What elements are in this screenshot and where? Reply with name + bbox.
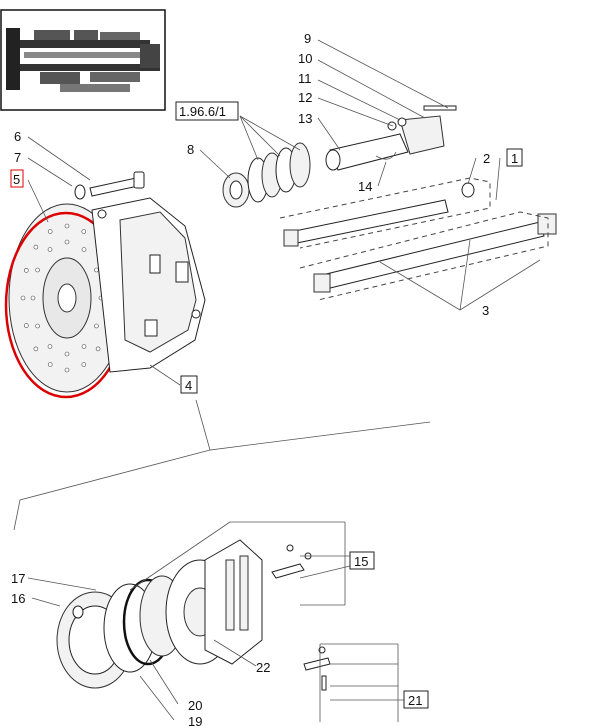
disc-rivet-hole bbox=[47, 344, 53, 349]
transmission-section-thumbnail bbox=[0, 9, 166, 111]
callout-19: 19 bbox=[188, 714, 202, 726]
disc-rivet-hole bbox=[30, 295, 36, 301]
disc-rivet-hole bbox=[47, 362, 53, 367]
ref-group-box bbox=[175, 101, 239, 121]
callout-5-highlight-box bbox=[10, 169, 24, 188]
disc-rivet-hole bbox=[64, 239, 70, 245]
disc-rivet-hole bbox=[81, 344, 87, 349]
callout-3: 3 bbox=[482, 303, 489, 318]
disc-rivet-hole bbox=[20, 295, 26, 301]
callout-20: 20 bbox=[188, 698, 202, 713]
callout-22: 22 bbox=[256, 660, 270, 675]
callout-ref-group[interactable]: 1.96.6/1 bbox=[179, 104, 226, 119]
clutch-hub bbox=[204, 539, 263, 665]
output-shaft bbox=[313, 213, 557, 293]
disc-rivet-hole bbox=[33, 346, 39, 352]
disc-rivet-hole bbox=[23, 323, 29, 328]
disc-rivet-hole bbox=[64, 351, 70, 357]
callout-6: 6 bbox=[14, 129, 21, 144]
disc-rivet-hole bbox=[64, 367, 70, 373]
disc-rivet-hole bbox=[64, 223, 70, 229]
disc-rivet-hole bbox=[94, 323, 99, 329]
callout-1[interactable]: 1 bbox=[511, 151, 518, 166]
callout-4-box bbox=[180, 375, 198, 394]
disc-rivet-hole bbox=[23, 268, 29, 273]
disc-rivet-hole bbox=[95, 346, 101, 352]
leader-lines-lower bbox=[27, 521, 404, 722]
callout-12: 12 bbox=[298, 90, 312, 105]
clutch-assembly bbox=[91, 197, 206, 373]
disc-rivet-hole bbox=[81, 247, 87, 252]
callout-2: 2 bbox=[483, 151, 490, 166]
release-bearing bbox=[222, 142, 311, 208]
callout-8: 8 bbox=[187, 142, 194, 157]
callout-15-box bbox=[349, 551, 375, 570]
shaft-group-bracket-lower bbox=[299, 211, 549, 301]
washer bbox=[74, 184, 86, 200]
callout-13: 13 bbox=[298, 111, 312, 126]
callout-17: 17 bbox=[11, 571, 25, 586]
disc-rivet-hole bbox=[47, 247, 53, 252]
callout-11: 11 bbox=[298, 71, 312, 86]
input-shaft bbox=[283, 182, 475, 247]
callout-7: 7 bbox=[14, 150, 21, 165]
detail-pointer bbox=[13, 399, 431, 531]
disc-rivet-hole bbox=[94, 267, 99, 273]
disc-rivet-hole bbox=[33, 244, 39, 250]
callout-21[interactable]: 21 bbox=[408, 693, 422, 708]
callout-1-box bbox=[506, 148, 523, 167]
disc-rivet-hole bbox=[35, 267, 40, 273]
leader-lines-upper bbox=[27, 39, 541, 386]
callout-4[interactable]: 4 bbox=[185, 378, 192, 393]
disc-rivet-hole bbox=[81, 362, 87, 367]
callout-10: 10 bbox=[298, 51, 312, 66]
bolt bbox=[89, 171, 145, 197]
callout-16: 16 bbox=[11, 591, 25, 606]
callout-15[interactable]: 15 bbox=[354, 554, 368, 569]
disc-rivet-hole bbox=[35, 323, 40, 329]
shaft-group-bracket-upper bbox=[279, 177, 491, 249]
callout-14: 14 bbox=[358, 179, 372, 194]
disc-rivet-hole bbox=[81, 229, 87, 234]
callout-5[interactable]: 5 bbox=[13, 172, 20, 187]
disc-rivet-hole bbox=[47, 229, 53, 234]
small-parts-21 bbox=[303, 646, 331, 691]
clutch-disc bbox=[8, 203, 126, 393]
small-parts-15 bbox=[271, 544, 312, 579]
callout-9: 9 bbox=[304, 31, 311, 46]
callout-21-box bbox=[403, 690, 429, 709]
